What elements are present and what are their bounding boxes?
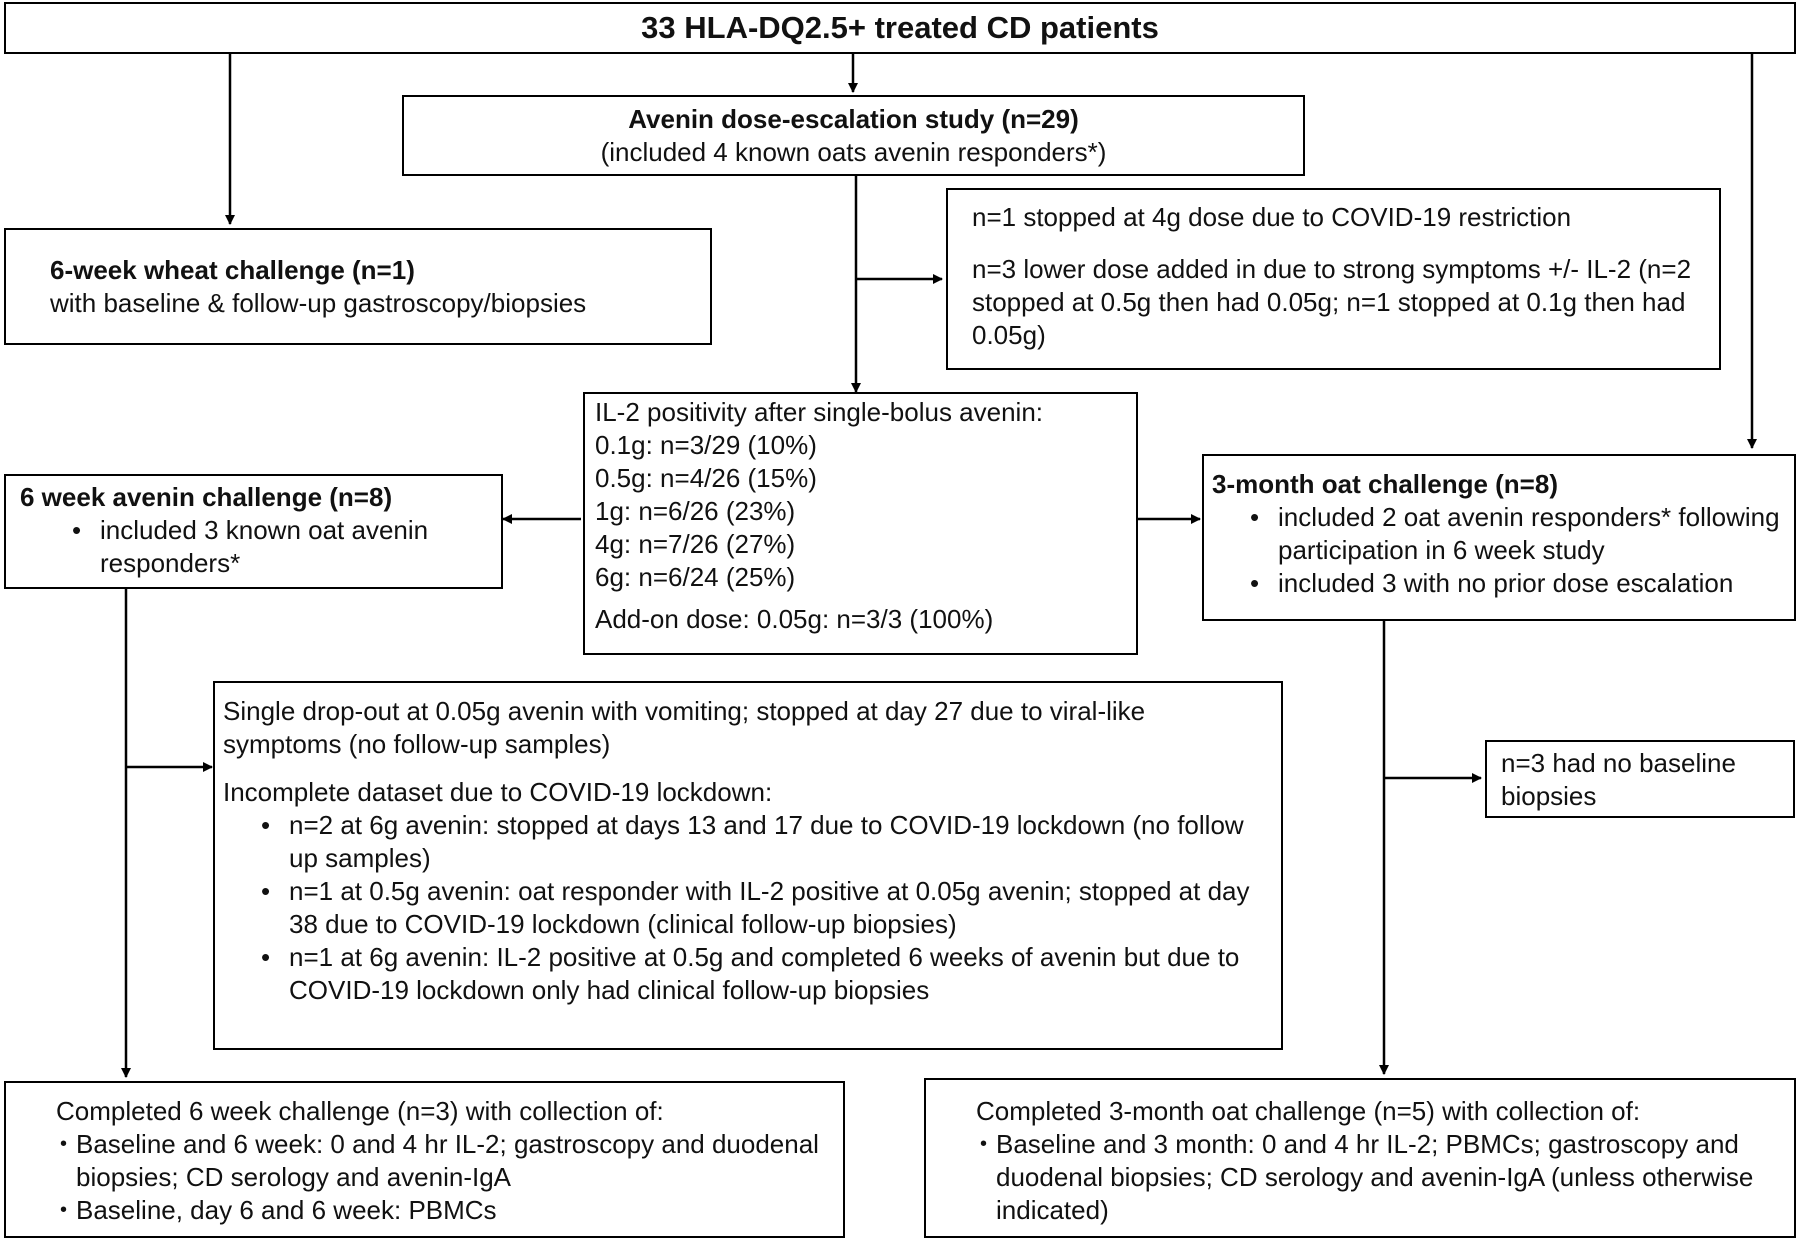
no-baseline-box: n=3 had no baseline biopsies: [1485, 740, 1795, 818]
il2-title: IL-2 positivity after single-bolus aveni…: [595, 397, 1044, 427]
il2-row: 1g: n=6/26 (23%): [595, 496, 796, 526]
dropouts-item: n=2 at 6g avenin: stopped at days 13 and…: [261, 809, 1269, 875]
dose-notes-box: n=1 stopped at 4g dose due to COVID-19 r…: [946, 188, 1721, 370]
completed-oat-box: Completed 3-month oat challenge (n=5) wi…: [924, 1078, 1796, 1238]
completed-avenin-item: Baseline, day 6 and 6 week: PBMCs: [60, 1194, 833, 1227]
il2-row: 6g: n=6/24 (25%): [595, 562, 796, 592]
dropouts-line2: Incomplete dataset due to COVID-19 lockd…: [223, 777, 773, 807]
dropouts-item: n=1 at 0.5g avenin: oat responder with I…: [261, 875, 1269, 941]
wheat-challenge-title: 6-week wheat challenge (n=1): [50, 255, 415, 285]
dose-escalation-title: Avenin dose-escalation study (n=29): [628, 104, 1079, 134]
completed-oat-item: Baseline and 3 month: 0 and 4 hr IL-2; P…: [980, 1128, 1774, 1227]
oat-challenge-item: included 3 with no prior dose escalation: [1250, 567, 1784, 600]
il2-row: 0.5g: n=4/26 (15%): [595, 463, 817, 493]
dropouts-box: Single drop-out at 0.05g avenin with vom…: [213, 681, 1283, 1050]
dose-notes-line1: n=1 stopped at 4g dose due to COVID-19 r…: [972, 202, 1572, 232]
dose-notes-line2: n=3 lower dose added in due to strong sy…: [972, 254, 1692, 350]
wheat-challenge-box: 6-week wheat challenge (n=1) with baseli…: [4, 228, 712, 345]
dropouts-item: n=1 at 6g avenin: IL-2 positive at 0.5g …: [261, 941, 1269, 1007]
il2-row: 4g: n=7/26 (27%): [595, 529, 796, 559]
completed-avenin-title: Completed 6 week challenge (n=3) with co…: [56, 1096, 664, 1126]
oat-challenge-box: 3-month oat challenge (n=8) included 2 o…: [1202, 454, 1796, 621]
completed-oat-title: Completed 3-month oat challenge (n=5) wi…: [976, 1096, 1641, 1126]
dose-escalation-subtitle: (included 4 known oats avenin responders…: [600, 137, 1107, 167]
avenin-challenge-title: 6 week avenin challenge (n=8): [20, 482, 393, 512]
dose-escalation-box: Avenin dose-escalation study (n=29) (inc…: [402, 95, 1305, 176]
il2-addon: Add-on dose: 0.05g: n=3/3 (100%): [595, 604, 994, 634]
top-box: 33 HLA-DQ2.5+ treated CD patients: [4, 2, 1796, 54]
il2-row: 0.1g: n=3/29 (10%): [595, 430, 817, 460]
oat-challenge-title: 3-month oat challenge (n=8): [1212, 469, 1558, 499]
il2-positivity-box: IL-2 positivity after single-bolus aveni…: [583, 392, 1138, 655]
top-box-title: 33 HLA-DQ2.5+ treated CD patients: [641, 10, 1159, 45]
oat-challenge-item: included 2 oat avenin responders* follow…: [1250, 501, 1784, 567]
wheat-challenge-text: with baseline & follow-up gastroscopy/bi…: [50, 288, 587, 318]
completed-avenin-box: Completed 6 week challenge (n=3) with co…: [4, 1081, 845, 1238]
dropouts-line1: Single drop-out at 0.05g avenin with vom…: [223, 696, 1146, 759]
avenin-challenge-item: included 3 known oat avenin responders*: [72, 514, 501, 580]
avenin-challenge-box: 6 week avenin challenge (n=8) included 3…: [4, 474, 503, 589]
no-baseline-text: n=3 had no baseline biopsies: [1501, 748, 1736, 811]
completed-avenin-item: Baseline and 6 week: 0 and 4 hr IL-2; ga…: [60, 1128, 833, 1194]
